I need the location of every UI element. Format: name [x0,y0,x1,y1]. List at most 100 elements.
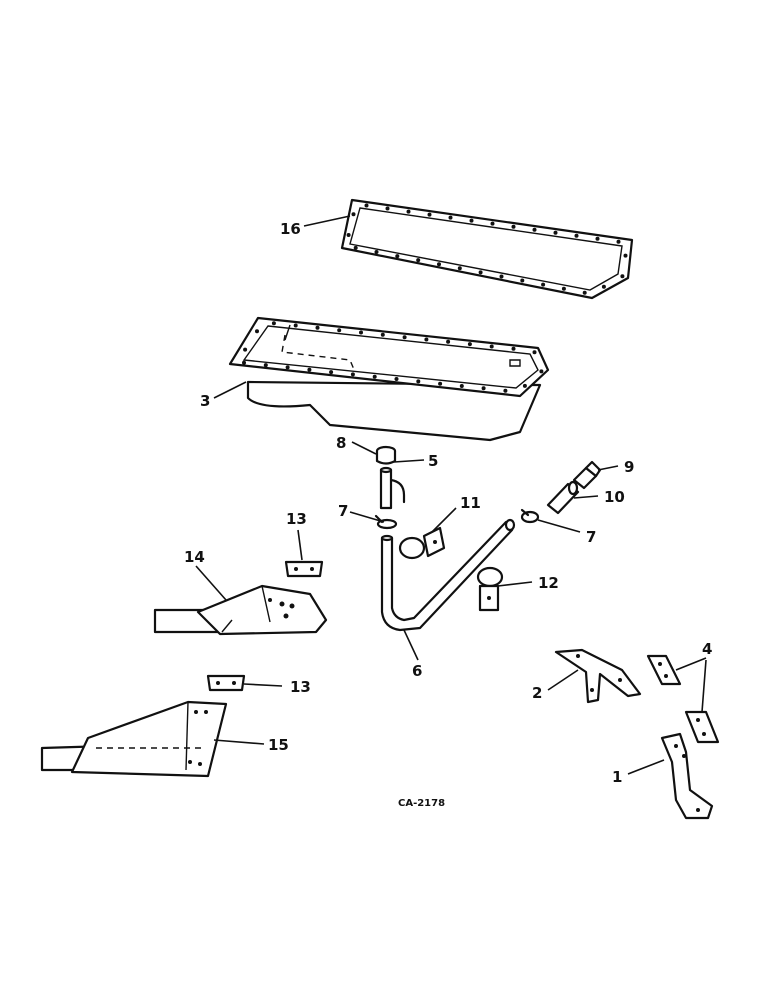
part-8-cap [375,445,397,465]
bolt-hole [582,290,587,295]
bolt-hole [307,367,312,372]
leader-4a [675,657,707,671]
bolt-hole [541,282,546,287]
callout-14: 14 [184,548,205,566]
callout-13-lower: 13 [290,678,311,696]
bolt-hole [329,370,334,375]
bolt-hole [490,221,495,226]
bolt-hole [350,372,355,377]
bolt-hole [438,381,443,386]
bolt-hole [469,218,474,223]
bolt-hole [395,254,400,259]
bolt-hole [406,209,411,214]
leader-12 [497,581,533,587]
bolt-hole [293,323,298,328]
part-6-oil-line [380,518,516,632]
part-9-fitting [572,460,602,490]
callout-13-upper: 13 [286,510,307,528]
bolt-hole [623,253,628,258]
bolt-hole [285,365,290,370]
bolt-hole [446,339,451,344]
callout-2: 2 [532,684,542,702]
bolt-hole [520,278,525,283]
leader-9 [597,465,619,471]
part-13-plate-upper [284,560,324,578]
bolt-hole [385,206,390,211]
callout-1: 1 [612,768,622,786]
bolt-hole [532,227,537,232]
leader-11 [431,507,457,533]
bolt-hole [448,215,453,220]
bolt-hole [372,374,377,379]
leader-7-right [537,519,581,533]
bolt-hole [595,236,600,241]
bolt-hole [271,321,276,326]
part-7-clamp-right [520,508,540,524]
callout-3: 3 [200,392,210,410]
part-5-tube [379,466,406,510]
callout-7-left: 7 [338,502,348,520]
bolt-hole [616,239,621,244]
bolt-hole [351,212,356,217]
leader-1 [627,759,665,775]
callout-12: 12 [538,574,559,592]
bolt-hole [416,258,421,263]
bolt-hole [553,230,558,235]
bolt-hole [255,329,259,334]
callout-10: 10 [604,488,625,506]
bolt-hole [243,347,248,352]
part-2-bracket [554,648,642,704]
leader-3 [213,381,247,399]
callout-8: 8 [336,434,346,452]
bolt-hole [359,330,363,335]
bolt-hole [601,284,606,289]
drawing-code: CA-2178 [398,798,445,809]
bolt-hole [242,360,246,365]
bolt-hole [503,388,508,393]
callout-6: 6 [412,662,422,680]
callout-16: 16 [280,220,301,238]
bolt-hole [424,337,429,342]
bolt-hole [489,344,494,349]
part-4-plate-lower [684,710,720,744]
bolt-hole [481,386,486,391]
part-13-plate-lower [206,674,246,692]
leader-13-lower [243,683,283,687]
bolt-hole [620,274,625,279]
callout-11: 11 [460,494,481,512]
leader-4b [701,659,707,713]
bolt-hole [337,328,342,333]
bolt-hole [402,335,407,340]
part-4-plate-upper [646,654,682,686]
leader-2 [547,669,579,691]
part-7-clamp-left [374,514,398,530]
part-11-clip [398,526,446,560]
bolt-hole [315,325,320,330]
bolt-hole [364,203,369,208]
leader-14 [195,565,227,601]
bolt-hole [353,245,358,250]
bolt-hole [346,233,351,237]
bolt-hole [374,250,379,254]
callout-labels: 16 3 8 5 9 10 7 11 7 13 14 12 6 4 13 2 1… [184,220,712,809]
bolt-hole [457,266,462,271]
part-15-bracket [40,700,228,778]
bolt-hole [263,363,268,368]
bolt-hole [539,369,544,374]
part-16-gasket [340,198,634,300]
callout-5: 5 [428,452,438,470]
bolt-hole [511,224,516,229]
leader-10 [573,495,599,499]
bolt-hole [499,274,504,279]
bolt-hole [478,270,483,275]
bolt-hole [532,350,537,355]
callout-4: 4 [702,640,712,658]
leader-8 [351,441,377,455]
leader-15 [213,739,265,745]
bolt-hole [427,212,432,217]
part-1-bracket [660,732,714,820]
bolt-hole [561,286,566,291]
bolt-hole [380,332,385,337]
bolt-hole [511,346,516,351]
